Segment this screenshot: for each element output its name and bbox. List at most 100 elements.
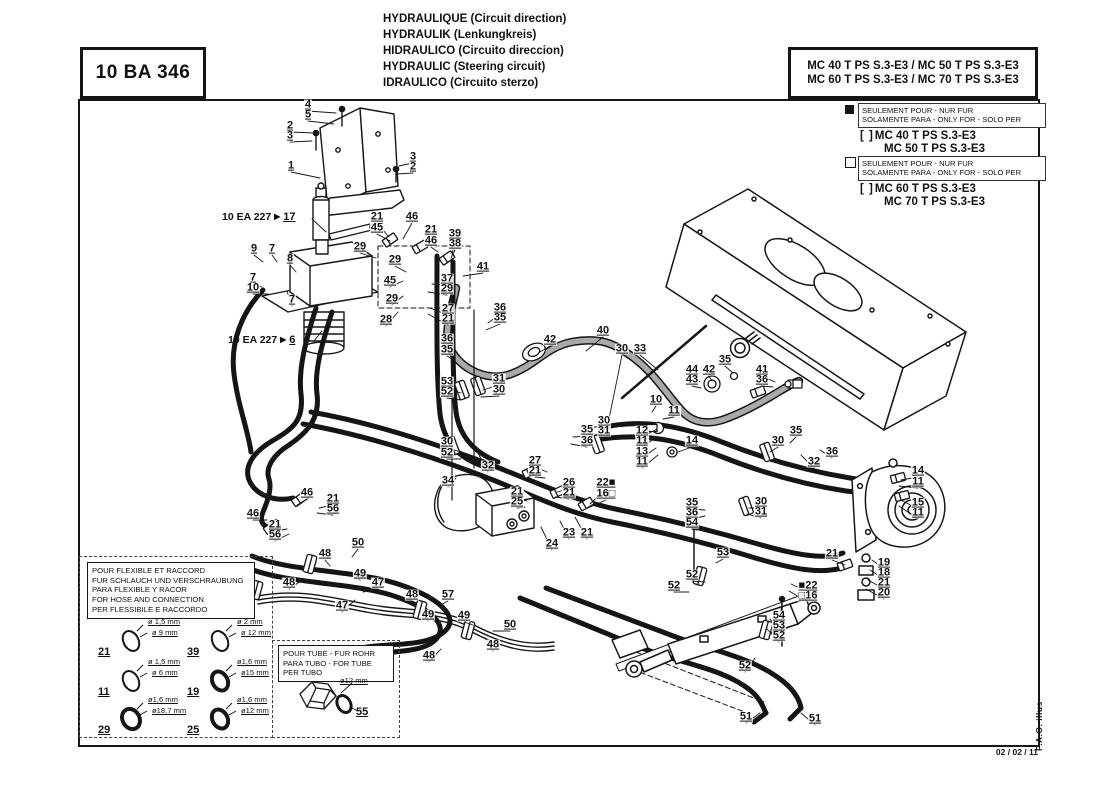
ref-tag-17: 10 EA 227 ▶ 17 [222, 211, 296, 223]
only-for-line2: SOLAMENTE PARA - ONLY FOR - SOLO PER [862, 168, 1022, 178]
callout-label: 7 [248, 271, 258, 284]
callout-label: 48 [485, 638, 501, 651]
legend-model-mc60: [ ]MC 60 T PS S.3-E3 [860, 183, 976, 195]
callout-label: 54 [684, 516, 700, 529]
oring-icon [121, 624, 148, 652]
callout-label: 19 [876, 556, 892, 569]
callout-label: 46 [299, 486, 315, 499]
triangle-arrow-icon: ▶ [280, 335, 287, 344]
hose-spec-item-29: 29 ø1,6 mm ø18,7 mm [98, 695, 187, 736]
callout-label: 32 [480, 459, 496, 472]
oring-icon [121, 664, 148, 692]
callout-label: 35 [684, 496, 700, 509]
callout-label: 49 [352, 567, 368, 580]
title-it: IDRAULICO (Circuito sterzo) [383, 77, 539, 89]
callout-label: 48 [421, 649, 437, 662]
callout-label: 52 [666, 579, 682, 592]
callout-label: 53 [771, 619, 787, 632]
callout-label: 29 [439, 282, 455, 295]
revision-date: 02 / 02 / 11 [995, 747, 1038, 757]
callout-label: 54 [771, 609, 787, 622]
callout-label: 3 [408, 150, 418, 163]
callout-label: 30 [491, 383, 507, 396]
callout-label: 28 [378, 313, 394, 326]
document-code-box: 10 BA 346 [80, 47, 206, 99]
callout-label: 30 [753, 495, 769, 508]
callout-label: 21 [824, 547, 840, 560]
filled-square-marker [845, 105, 854, 114]
open-square-marker [845, 157, 856, 168]
callout-label: 38 [447, 237, 463, 250]
callout-label: 50 [350, 536, 366, 549]
callout-label: 1 [286, 159, 296, 172]
callout-label: 24 [544, 537, 560, 550]
callout-label: 42 [542, 333, 558, 346]
callout-label: 26 [561, 476, 577, 489]
illustration-credit: P.A.O. illus [1034, 701, 1044, 751]
callout-label: 48 [317, 547, 333, 560]
hose-spec-item-11: 11 ø 1,5 mm ø 6 mm [98, 657, 181, 698]
tube-ref: 55 [356, 706, 369, 718]
only-for-box-2: SEULEMENT POUR - NUR FUR SOLAMENTE PARA … [858, 156, 1046, 181]
title-fr: HYDRAULIQUE (Circuit direction) [383, 13, 567, 25]
callout-label: 44 [684, 363, 700, 376]
callout-label: □16 [797, 589, 819, 602]
callout-label: 52 [737, 659, 753, 672]
callout-label: 53 [715, 546, 731, 559]
callout-label: 39 [447, 227, 463, 240]
model-line-2: MC 60 T PS S.3-E3 / MC 70 T PS S.3-E3 [807, 74, 1019, 86]
callout-label: 11 [911, 506, 925, 519]
callout-label: 42 [701, 363, 717, 376]
callout-label: 23 [561, 526, 577, 539]
callout-label: 51 [738, 710, 754, 723]
tube-title: POUR TUBE - FUR ROHR PARA TUBO - FOR TUB… [278, 645, 394, 683]
callout-label: 34 [440, 474, 456, 487]
callout-label: 30 [439, 435, 455, 448]
hose-spec-item-21: 21 ø 1,5 mm ø 9 mm [98, 617, 181, 658]
title-de: HYDRAULIK (Lenkungkreis) [383, 29, 537, 41]
callout-label: 32 [806, 455, 822, 468]
callout-label: 16□ [595, 487, 617, 500]
legend-model-mc50: MC 50 T PS S.3-E3 [884, 143, 985, 155]
tube-diameter: ø12 mm [340, 676, 368, 685]
callout-label: 31 [753, 505, 769, 518]
callout-label: 46 [245, 507, 261, 520]
callout-label: 21 [423, 223, 439, 236]
callout-label: 14 [684, 434, 700, 447]
callout-label: 41 [475, 260, 491, 273]
callout-label: 4 [303, 98, 313, 111]
callout-label: 46 [404, 210, 420, 223]
callout-label: 33 [632, 342, 648, 355]
only-for-line1: SEULEMENT POUR - NUR FUR [862, 106, 974, 115]
callout-label: 21 [876, 576, 892, 589]
callout-label: 18 [876, 566, 892, 579]
callout-label: 36 [684, 506, 700, 519]
callout-label: 25 [509, 495, 525, 508]
callout-label: 22■ [595, 476, 617, 489]
callout-label: 57 [440, 588, 456, 601]
hose-spec-item-39: 39 ø 2 mm ø 12 mm [187, 617, 271, 658]
callout-label: 27 [440, 302, 456, 315]
callout-label: 27 [527, 454, 543, 467]
callout-label: 36 [579, 434, 595, 447]
callout-label: 48 [281, 576, 297, 589]
callout-label: 35 [579, 423, 595, 436]
callout-label: 21 [561, 486, 577, 499]
hydraulic-tank [665, 188, 967, 431]
callout-label: 21 [267, 518, 283, 531]
triangle-arrow-icon: ▶ [274, 212, 281, 221]
callout-label: 11 [911, 475, 925, 488]
bracket-marker: [ ] [860, 130, 874, 142]
callout-label: 29 [387, 253, 403, 266]
callout-label: 29 [352, 240, 368, 253]
callout-label: 31 [596, 424, 612, 437]
model-box: MC 40 T PS S.3-E3 / MC 50 T PS S.3-E3 MC… [788, 47, 1038, 99]
callout-label: 21 [527, 464, 543, 477]
callout-label: 35 [492, 311, 508, 324]
callout-label: 3 [285, 129, 295, 142]
callout-label: 52 [439, 385, 455, 398]
callout-label: 52 [439, 446, 455, 459]
callout-label: 20 [876, 586, 892, 599]
